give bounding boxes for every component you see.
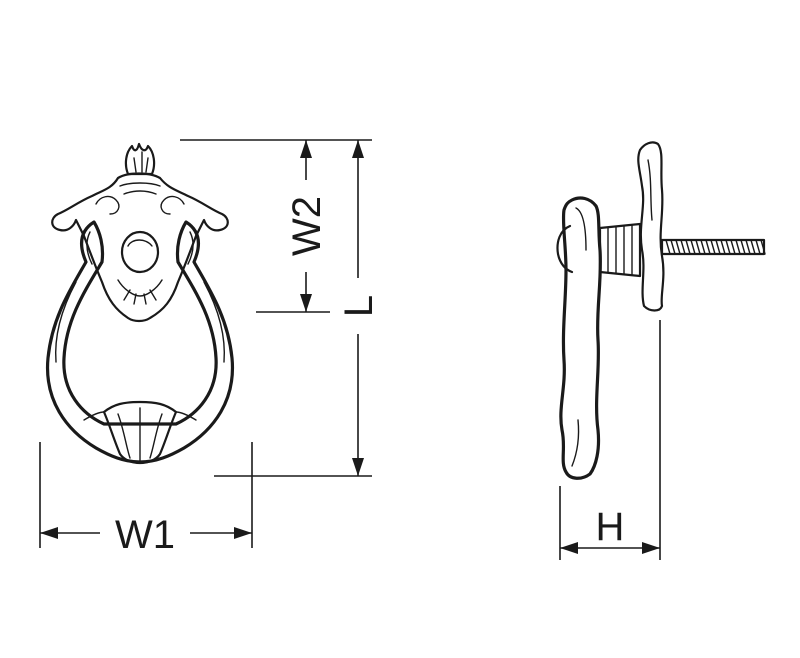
threaded-bolt: [660, 238, 766, 256]
thread-line: [710, 239, 716, 255]
back-plate: [51, 172, 229, 323]
side-ring-profile: [559, 196, 602, 480]
pull-ring: [45, 220, 235, 464]
side-mount-plate: [637, 141, 665, 312]
thread-line: [745, 239, 751, 255]
thread-line: [705, 239, 711, 255]
thread-line: [670, 239, 676, 255]
dimension-l: L: [214, 139, 381, 477]
thread-line: [740, 239, 746, 255]
dimension-w2: W2: [180, 139, 330, 313]
thread-line: [760, 239, 766, 255]
thread-line: [730, 239, 736, 255]
dimension-w1: W1: [39, 442, 253, 557]
thread-line: [690, 239, 696, 255]
w2-label: W2: [285, 196, 329, 256]
thread-line: [735, 239, 741, 255]
l-label: L: [337, 295, 381, 317]
thread-line: [675, 239, 681, 255]
side-view-handle: [556, 141, 766, 480]
thread-line: [695, 239, 701, 255]
thread-line: [750, 239, 756, 255]
thread-line: [715, 239, 721, 255]
collar-spacer: [598, 222, 642, 278]
bottom-shell-ornament: [83, 400, 197, 465]
thread-line: [755, 239, 761, 255]
thread-line: [720, 239, 726, 255]
h-label: H: [596, 505, 625, 549]
thread-line: [665, 239, 671, 255]
pivot-knob: [117, 230, 163, 305]
top-finial: [124, 142, 156, 176]
w1-label: W1: [115, 513, 175, 557]
thread-line: [700, 239, 706, 255]
front-view-handle: [45, 142, 235, 465]
dimension-h: H: [559, 320, 661, 560]
thread-line: [685, 239, 691, 255]
thread-line: [680, 239, 686, 255]
thread-line: [725, 239, 731, 255]
